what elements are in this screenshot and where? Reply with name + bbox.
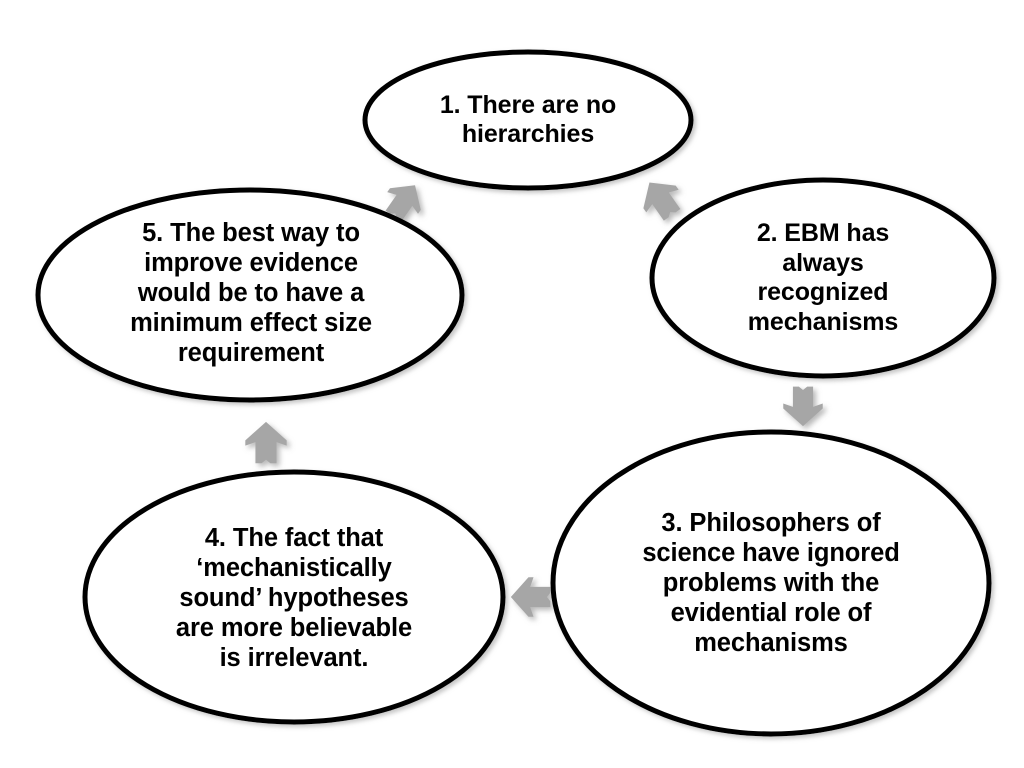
node-group (35, 49, 997, 737)
node-ellipse-2[interactable] (649, 177, 997, 379)
arrow-4-to-5 (245, 421, 287, 464)
node-ellipse-4[interactable] (82, 469, 506, 725)
arrow-3-to-4 (510, 577, 551, 617)
node-ellipse-1[interactable] (362, 49, 694, 191)
node-ellipse-5[interactable] (35, 187, 465, 403)
arrow-2-to-3 (783, 386, 823, 427)
node-ellipse-3[interactable] (550, 429, 992, 737)
arrow-2-to-1 (633, 171, 689, 227)
